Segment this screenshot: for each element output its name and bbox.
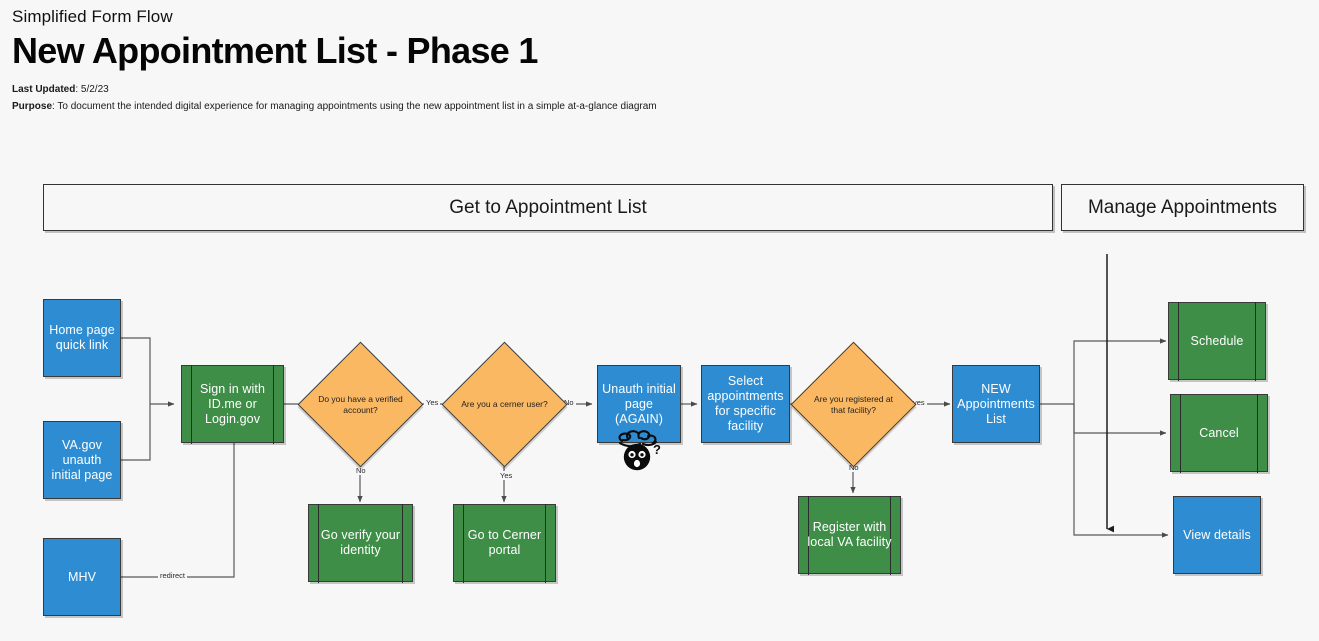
- node-schedule[interactable]: Schedule: [1168, 301, 1266, 381]
- edge-label-verified-yes: Yes: [424, 398, 441, 407]
- document-eyebrow: Simplified Form Flow: [12, 7, 173, 26]
- document-header: Simplified Form Flow New Appointment Lis…: [12, 6, 712, 118]
- node-label: Go to Cerner portal: [467, 528, 542, 557]
- node-sign-in-idme-logingov[interactable]: Sign in with ID.me or Login.gov: [181, 364, 284, 444]
- last-updated-value: : 5/2/23: [75, 84, 109, 95]
- node-select-appointments-for-specific-facility[interactable]: Select appointments for specific facilit…: [701, 365, 790, 443]
- node-label: Go verify your identity: [320, 528, 401, 557]
- node-label: Home page quick link: [49, 323, 115, 352]
- edge-label-cerner-no: No: [562, 398, 576, 407]
- node-label: MHV: [67, 569, 97, 584]
- dizzy-face-emoji: ?: [618, 430, 661, 471]
- node-label: Sign in with ID.me or Login.gov: [199, 381, 266, 426]
- svg-text:?: ?: [653, 442, 661, 457]
- node-go-to-cerner-portal[interactable]: Go to Cerner portal: [453, 503, 556, 583]
- edge-label-verified-no: No: [354, 466, 368, 475]
- lane-label: Get to Appointment List: [449, 196, 647, 218]
- page-title: New Appointment List - Phase 1: [12, 30, 538, 71]
- edge-label-registered-no: No: [847, 463, 861, 472]
- purpose-value: : To document the intended digital exper…: [52, 101, 657, 112]
- node-unauth-initial-page-again[interactable]: Unauth initial page (AGAIN): [597, 365, 681, 443]
- node-label: Register with local VA facility: [807, 520, 892, 549]
- node-label: Select appointments for specific facilit…: [707, 374, 784, 433]
- node-cancel[interactable]: Cancel: [1170, 393, 1268, 473]
- last-updated-row: Last Updated: 5/2/23: [12, 84, 712, 96]
- edge-label-cerner-yes: Yes: [498, 471, 515, 480]
- node-label: VA.gov unauth initial page: [51, 437, 113, 482]
- node-label: View details: [1183, 527, 1251, 542]
- node-view-details[interactable]: View details: [1173, 496, 1261, 574]
- node-label: NEW Appointments List: [957, 381, 1035, 426]
- edge-label-registered-yes: yes: [911, 398, 927, 407]
- document-metadata: Last Updated: 5/2/23 Purpose: To documen…: [12, 84, 712, 113]
- edge-label-mhv-redirect: redirect: [158, 571, 188, 580]
- node-label: Unauth initial page (AGAIN): [602, 381, 676, 426]
- last-updated-label: Last Updated: [12, 84, 76, 95]
- purpose-label: Purpose: [12, 101, 53, 112]
- node-register-with-local-va-facility[interactable]: Register with local VA facility: [798, 495, 901, 575]
- node-label: Are you registered at that facility?: [814, 394, 893, 415]
- node-label: Do you have a verified account?: [318, 394, 403, 415]
- decision-are-you-registered-at-that-facility[interactable]: Are you registered at that facility?: [790, 341, 917, 468]
- node-vagov-unauth-initial-page[interactable]: VA.gov unauth initial page: [43, 421, 121, 499]
- node-mhv[interactable]: MHV: [43, 538, 121, 616]
- node-label: Schedule: [1190, 333, 1244, 348]
- decision-do-you-have-verified-account[interactable]: Do you have a verified account?: [297, 341, 424, 468]
- decision-are-you-a-cerner-user[interactable]: Are you a cerner user?: [441, 341, 568, 468]
- node-home-page-quick-link[interactable]: Home page quick link: [43, 299, 121, 377]
- node-label: Are you a cerner user?: [461, 399, 548, 410]
- lane-header-manage-appointments: Manage Appointments: [1061, 184, 1304, 231]
- node-go-verify-your-identity[interactable]: Go verify your identity: [308, 503, 413, 583]
- lane-label: Manage Appointments: [1087, 196, 1278, 218]
- node-new-appointments-list[interactable]: NEW Appointments List: [952, 365, 1040, 443]
- lane-header-get-to-appointment-list: Get to Appointment List: [43, 184, 1053, 231]
- purpose-row: Purpose: To document the intended digita…: [12, 101, 712, 113]
- node-label: Cancel: [1199, 425, 1239, 440]
